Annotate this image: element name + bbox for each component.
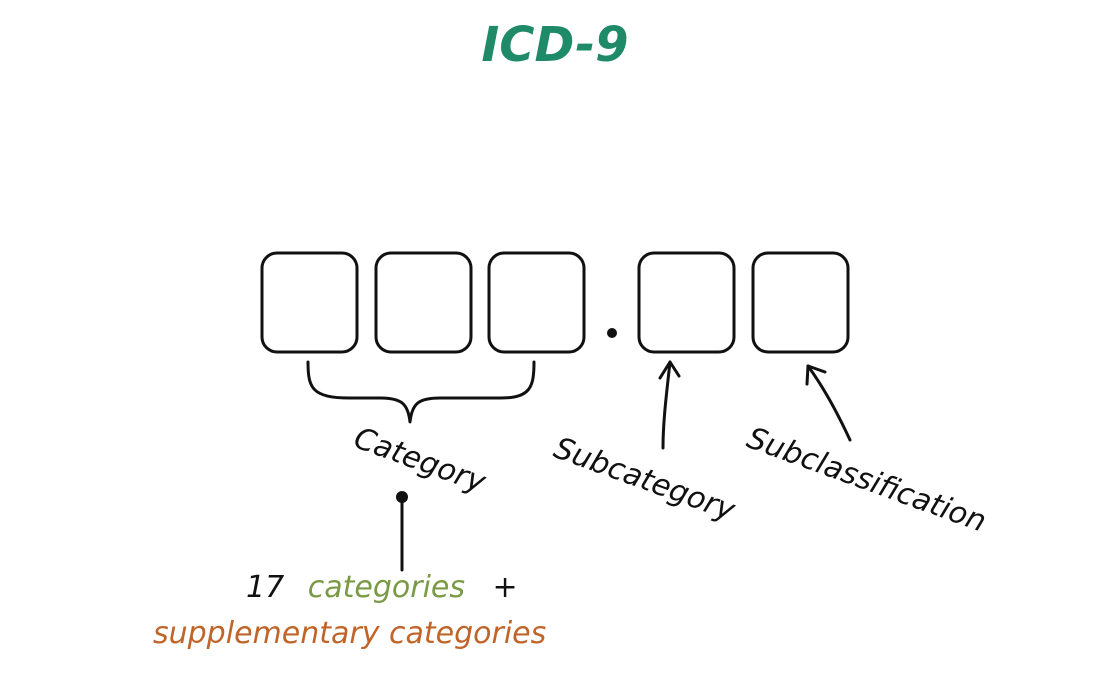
code-box-category-3 <box>487 251 586 354</box>
code-box-category-2 <box>374 251 473 354</box>
note-supplementary: supplementary categories <box>153 616 546 651</box>
diagram-title: ICD-9 <box>481 17 628 73</box>
code-boxes <box>260 251 850 354</box>
code-box-subclassification <box>751 251 850 354</box>
category-brace <box>306 360 536 424</box>
note-line-1: 17 categories + <box>246 570 518 605</box>
label-subcategory: Subcategory <box>549 431 740 529</box>
code-box-subcategory <box>637 251 736 354</box>
note-count: 17 <box>246 570 284 605</box>
note-plus: + <box>493 570 518 605</box>
subcategory-arrow <box>658 360 681 450</box>
note-categories-word: categories <box>308 570 465 605</box>
subclassification-arrow <box>805 364 852 442</box>
decimal-point <box>607 328 617 338</box>
label-category: Category <box>349 421 491 501</box>
label-subclassification: Subclassification <box>742 421 990 540</box>
code-box-category-1 <box>260 251 359 354</box>
